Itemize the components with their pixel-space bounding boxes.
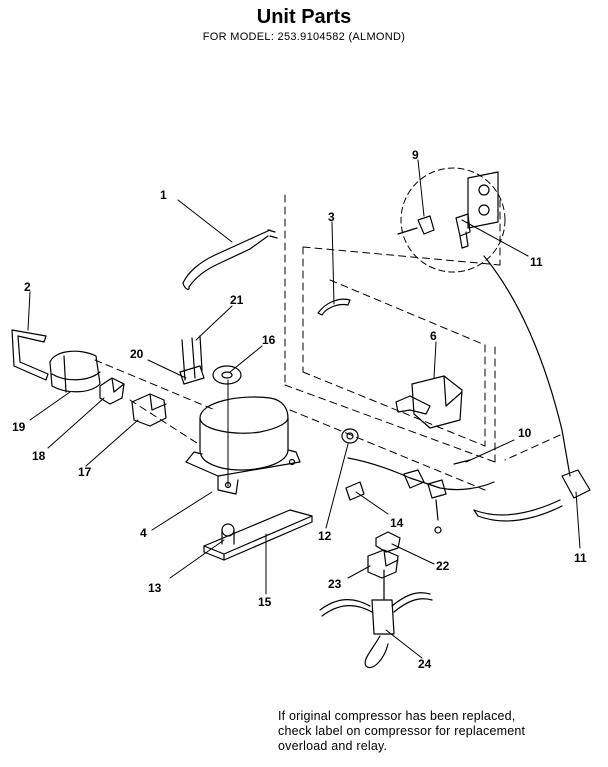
- part-14-clamp: [345, 481, 365, 501]
- callout-11-top: 11: [530, 255, 543, 269]
- part-11-power-cord: [473, 255, 591, 522]
- callout-14: 14: [390, 516, 404, 530]
- callout-20: 20: [130, 347, 144, 361]
- part-15-base-plate: [203, 509, 313, 561]
- callout-24: 24: [418, 657, 432, 671]
- callout-6: 6: [430, 329, 437, 343]
- part-24-fitting: [319, 569, 433, 669]
- detail-circle: [397, 167, 506, 273]
- callout-13: 13: [148, 581, 162, 595]
- callout-3: 3: [328, 210, 335, 224]
- part-16-grommet: [212, 365, 242, 385]
- callout-4: 4: [140, 526, 147, 540]
- callout-22: 22: [436, 559, 450, 573]
- model-subtitle: FOR MODEL: 253.9104582 (ALMOND): [202, 31, 406, 43]
- callout-19: 19: [12, 420, 26, 434]
- part-1-drier: [182, 229, 278, 290]
- callout-17: 17: [78, 465, 92, 479]
- callout-21: 21: [230, 293, 244, 307]
- note-line-1: If original compressor has been replaced…: [278, 709, 516, 723]
- callout-11-bottom: 11: [574, 551, 587, 565]
- callout-18: 18: [32, 449, 46, 463]
- callout-1: 1: [160, 188, 167, 202]
- callout-9: 9: [412, 148, 419, 162]
- diagram-title: Unit Parts: [256, 6, 352, 28]
- leader-lines: [27, 159, 581, 659]
- note-line-2: check label on compressor for replacemen…: [278, 724, 526, 738]
- note-line-3: overload and relay.: [278, 739, 388, 753]
- part-17-relay: [131, 393, 167, 427]
- part-3-clip: [317, 298, 351, 316]
- callout-16: 16: [262, 333, 276, 347]
- callout-2: 2: [24, 280, 31, 294]
- part-22-23-blocks: [367, 531, 401, 579]
- cabinet-outline: [94, 194, 561, 491]
- part-10-wiring: [347, 457, 495, 499]
- callout-10: 10: [518, 426, 532, 440]
- callout-23: 23: [328, 577, 342, 591]
- replacement-note: If original compressor has been replaced…: [278, 709, 603, 754]
- callout-15: 15: [258, 595, 272, 609]
- part-2-bracket: [11, 329, 49, 381]
- part-19-cover: [49, 350, 101, 393]
- part-20-21-terminals: [179, 335, 205, 385]
- callout-numbers: 1 2 3 4 6 9 10 11 11 12 13 14 15 16 17 1…: [12, 148, 587, 671]
- callout-12: 12: [318, 529, 332, 543]
- screws: [434, 499, 442, 534]
- part-18-overload: [99, 377, 125, 405]
- part-6-fan-motor: [395, 375, 463, 429]
- part-12-grommet: [341, 428, 359, 444]
- compressor: [185, 396, 301, 495]
